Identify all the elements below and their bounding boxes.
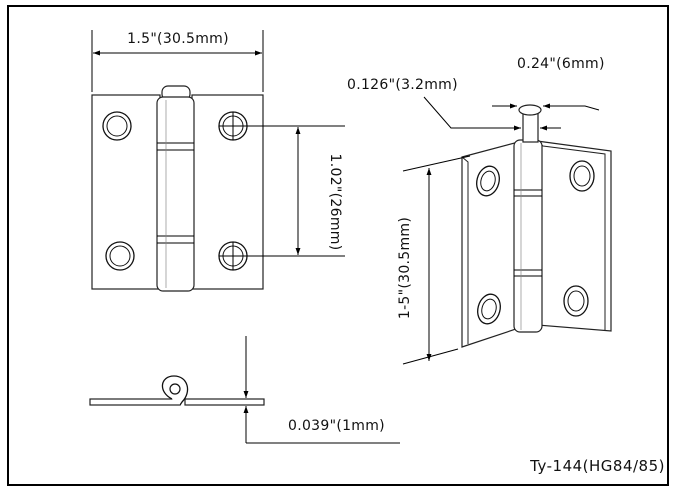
hole-spacing-label: 1.02"(26mm)	[327, 154, 343, 251]
drawing-border	[7, 5, 669, 486]
knuckle-diameter-label: 0.24"(6mm)	[517, 56, 605, 72]
width-label: 1.5"(30.5mm)	[127, 31, 229, 47]
height-extension-bottom	[402, 348, 459, 365]
right-top-hole	[218, 111, 345, 141]
front-view: 1.5"(30.5mm)	[91, 30, 345, 292]
perspective-knuckle	[513, 139, 543, 333]
perspective-view: 1-5"(30.5mm) 0.126"(3.2mm) 0.24"(6mm)	[347, 56, 612, 365]
height-label: 1-5"(30.5mm)	[397, 217, 413, 319]
perspective-left-leaf-edge	[461, 156, 469, 344]
pin-diameter-leader	[423, 96, 514, 129]
left-top-hole	[102, 111, 132, 141]
height-extension-top	[402, 155, 471, 172]
right-bottom-hole	[218, 241, 345, 271]
perspective-pin	[522, 111, 539, 143]
perspective-hole-right-top	[569, 160, 595, 192]
knuckle-column	[156, 96, 195, 292]
thickness-label: 0.039"(1mm)	[288, 418, 385, 434]
thickness-view: 0.039"(1mm)	[89, 336, 400, 444]
perspective-hole-left-bottom	[477, 293, 501, 325]
perspective-pin-head	[518, 104, 542, 116]
knuckle-diameter-leader	[544, 105, 600, 111]
pin-diameter-label: 0.126"(3.2mm)	[347, 77, 458, 93]
model-label: Ty-144(HG84/85)	[529, 457, 665, 475]
leaf-profile-right	[184, 398, 265, 406]
perspective-hole-right-bottom	[563, 285, 589, 317]
left-bottom-hole	[105, 241, 135, 271]
leaf-profile-left	[89, 398, 181, 406]
perspective-hole-left-top	[476, 165, 500, 197]
pin-profile	[169, 383, 181, 395]
